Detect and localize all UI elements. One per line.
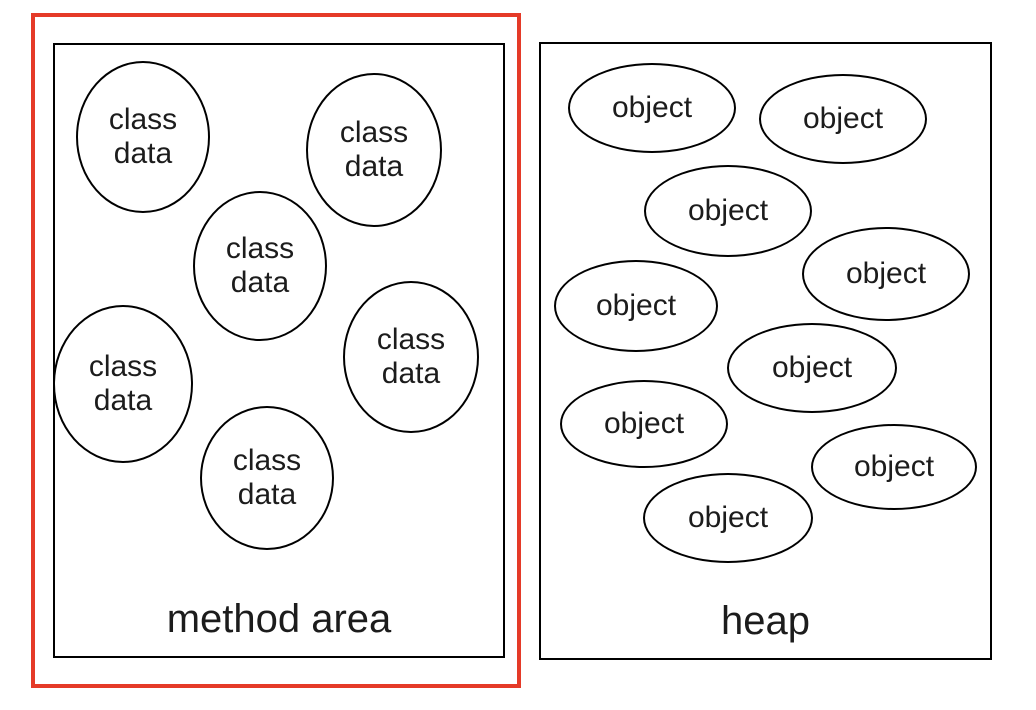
method-area-highlight-frame (31, 13, 521, 688)
heap-box: heap (539, 42, 992, 660)
method-area-box: method area (53, 43, 505, 658)
heap-label: heap (721, 599, 810, 643)
method-area-label: method area (166, 597, 392, 641)
